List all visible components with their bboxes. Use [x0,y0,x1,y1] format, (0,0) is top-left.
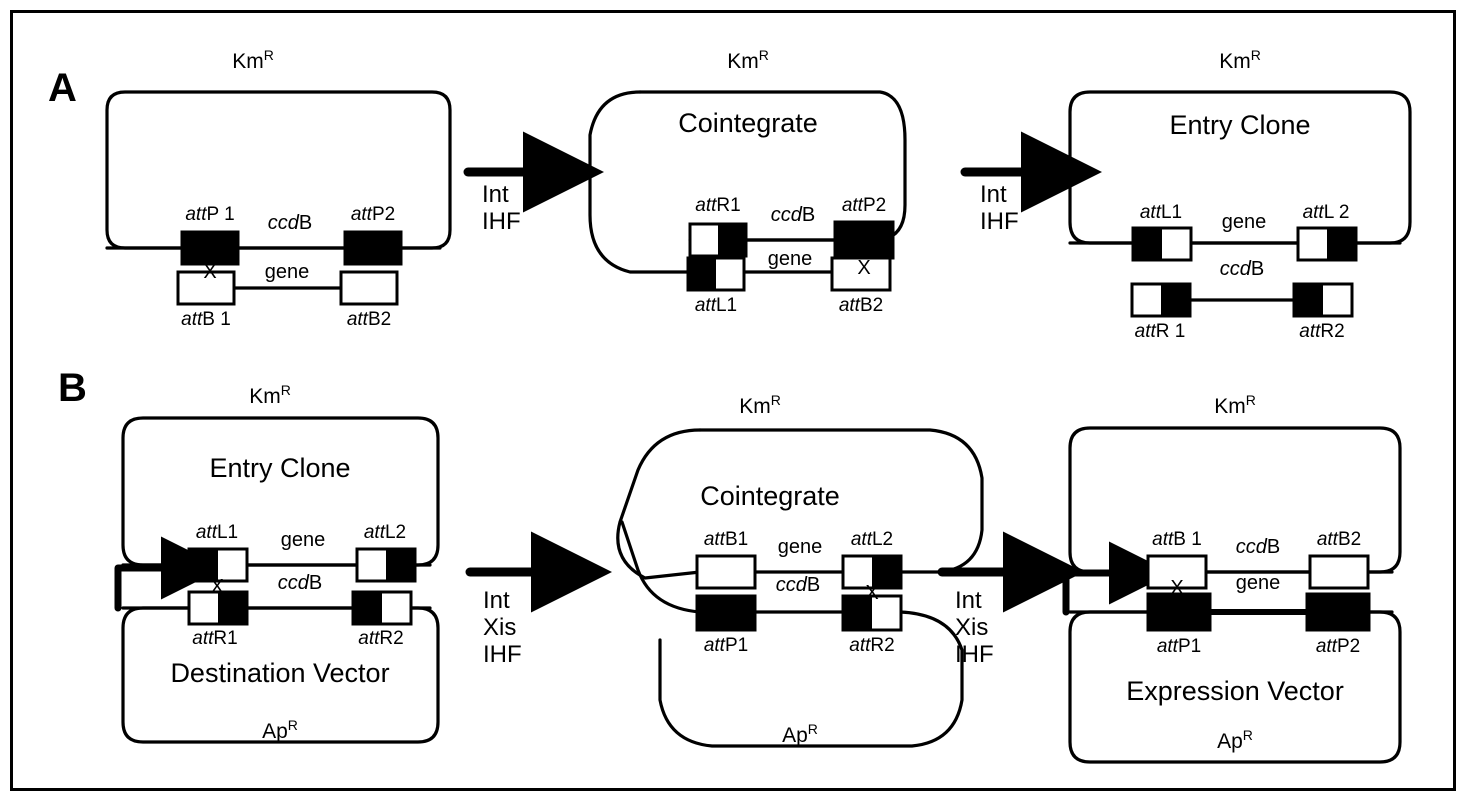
att-label-attP1: attP 1 [185,204,235,225]
plasmid-title-cointegrate-a: Cointegrate [678,108,818,138]
segment-label-ccdB-a2: ccdB [770,204,816,226]
crossover-mark-a1: X [203,261,217,283]
reaction-label-b1: Int Xis IHF [483,587,522,668]
att-label-attP2: attP2 [350,204,396,225]
att-label-attL1-b1: attL1 [195,522,239,543]
panel-letter-b: B [58,366,87,410]
marker-km-a3: KmR [1219,47,1261,73]
segment-label-ccdB-b3: ccdB [1235,536,1281,558]
marker-km-b2: KmR [739,392,781,418]
att-label-attB2-b3: attB2 [1316,529,1362,550]
segment-label-gene-b1: gene [280,529,326,551]
segment-label-gene-a2: gene [767,248,813,270]
plasmid-title-expression-vector: Expression Vector [1126,676,1344,706]
crossover-mark-a2: X [857,257,871,279]
segment-label-gene-a1: gene [264,261,310,283]
att-label-attP2-a2: attP2 [841,195,887,216]
marker-km-a1: KmR [232,47,274,73]
crossover-mark-b1: X [210,576,224,598]
att-label-attR2-b2: attR2 [849,635,895,656]
att-label-attL1-a3: attL1 [1139,202,1183,223]
crossover-mark-b3: X [1170,577,1184,599]
reaction-label-a1: Int IHF [482,181,521,235]
panel-letter-a: A [48,66,77,110]
att-label-attL2-a3: attL 2 [1302,202,1350,223]
segment-label-ccdB-a3: ccdB [1219,258,1265,280]
plasmid-title-entry-a: Entry Clone [1169,110,1311,140]
marker-ap-b1: ApR [262,717,298,743]
marker-km-b1: KmR [249,382,291,408]
segment-label-ccdB-b2: ccdB [775,574,821,596]
att-label-attR2-a3: attR2 [1299,321,1345,342]
att-label-attB2: attB2 [346,309,392,330]
reaction-label-b2: Int Xis IHF [955,587,994,668]
att-label-attL2-b1: attL2 [363,522,407,543]
att-label-attR1-a3: attR 1 [1134,321,1186,342]
att-label-attB1-b3: attB 1 [1152,529,1202,550]
crossover-mark-b2: X [865,582,879,604]
marker-ap-b3: ApR [1217,727,1253,753]
att-label-attP2-b3: attP2 [1315,636,1361,657]
att-label-attB1-b2: attB1 [703,529,749,550]
plasmid-title-destination-vector: Destination Vector [170,658,390,688]
figure-border [10,10,1456,791]
att-label-attR2-b1: attR2 [358,628,404,649]
marker-ap-b2: ApR [782,721,818,747]
att-label-attP1-b2: attP1 [703,635,749,656]
segment-label-ccdB-b1: ccdB [277,572,323,594]
att-label-attL2-b2: attL2 [850,529,894,550]
marker-km-a2: KmR [727,47,769,73]
att-label-attP1-b3: attP1 [1156,636,1202,657]
att-label-attB1: attB 1 [181,309,231,330]
marker-km-b3: KmR [1214,392,1256,418]
plasmid-title-entry-b: Entry Clone [209,453,351,483]
segment-label-gene-b3: gene [1235,572,1281,594]
reaction-label-a2: Int IHF [980,181,1019,235]
segment-label-gene-b2: gene [777,536,823,558]
segment-label-gene-a3: gene [1221,211,1267,233]
att-label-attR1-b1: attR1 [192,628,238,649]
segment-label-ccdB-a1: ccdB [267,212,313,234]
plasmid-title-cointegrate-b: Cointegrate [700,481,840,511]
att-label-attL1-a2: attL1 [694,295,738,316]
att-label-attR1-a2: attR1 [695,195,741,216]
att-label-attB2-a2: attB2 [838,295,884,316]
